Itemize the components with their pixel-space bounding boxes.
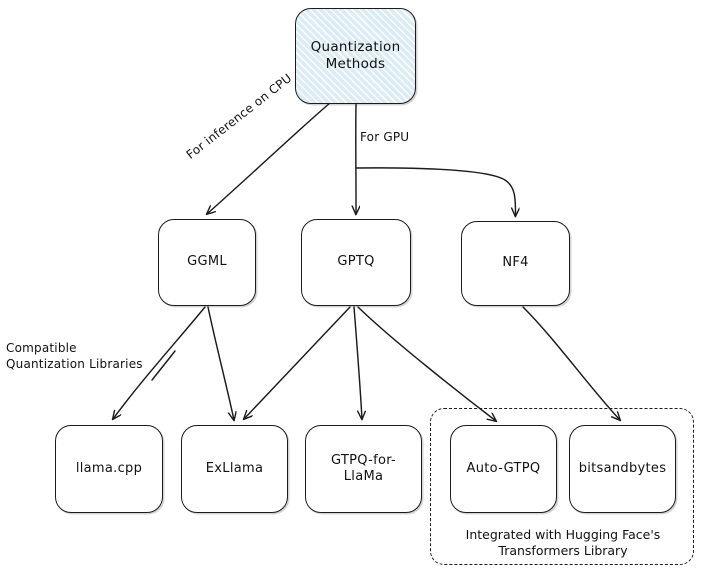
node-label: NF4 bbox=[502, 255, 529, 271]
edge-gptq-to-gtpqforllama bbox=[353, 306, 362, 419]
edge-root-to-nf4 bbox=[355, 167, 516, 216]
node-label: GTPQ-for-LlaMa bbox=[330, 452, 397, 484]
node-gptq[interactable]: GPTQ bbox=[301, 219, 411, 306]
label-compatible-quantization-libraries: Compatible Quantization Libraries bbox=[6, 341, 143, 372]
node-label: Quantization Methods bbox=[310, 39, 401, 72]
node-gtpq-for-llama[interactable]: GTPQ-for-LlaMa bbox=[305, 425, 422, 513]
edge-gptq-to-exllama bbox=[244, 306, 351, 419]
node-auto-gtpq[interactable]: Auto-GTPQ bbox=[450, 425, 557, 513]
node-nf4[interactable]: NF4 bbox=[461, 221, 570, 306]
node-label: bitsandbytes bbox=[578, 460, 667, 476]
edge-label-for-inference-on-cpu: For inference on CPU bbox=[183, 70, 295, 162]
node-label: GGML bbox=[187, 254, 227, 270]
edge-ggml-to-llamacpp bbox=[113, 306, 206, 419]
node-bitsandbytes[interactable]: bitsandbytes bbox=[569, 425, 676, 513]
edge-ggml-to-exllama bbox=[207, 306, 234, 420]
node-llama-cpp[interactable]: llama.cpp bbox=[55, 425, 163, 513]
node-ggml[interactable]: GGML bbox=[158, 219, 256, 306]
node-quantization-methods[interactable]: Quantization Methods bbox=[295, 8, 416, 104]
node-label: llama.cpp bbox=[75, 460, 143, 476]
edge-label-for-gpu: For GPU bbox=[360, 130, 410, 144]
group-caption-hf-transformers: Integrated with Hugging Face's Transform… bbox=[465, 527, 661, 559]
group-hf-transformers bbox=[430, 408, 694, 565]
node-label: ExLlama bbox=[205, 460, 264, 476]
node-label: Auto-GTPQ bbox=[466, 460, 541, 476]
node-exllama[interactable]: ExLlama bbox=[181, 425, 288, 513]
edge-gptq-to-autogtpq bbox=[357, 306, 496, 421]
edge-root-to-ggml bbox=[207, 102, 331, 214]
node-label: GPTQ bbox=[337, 254, 375, 270]
compat-leader-line bbox=[151, 350, 176, 381]
